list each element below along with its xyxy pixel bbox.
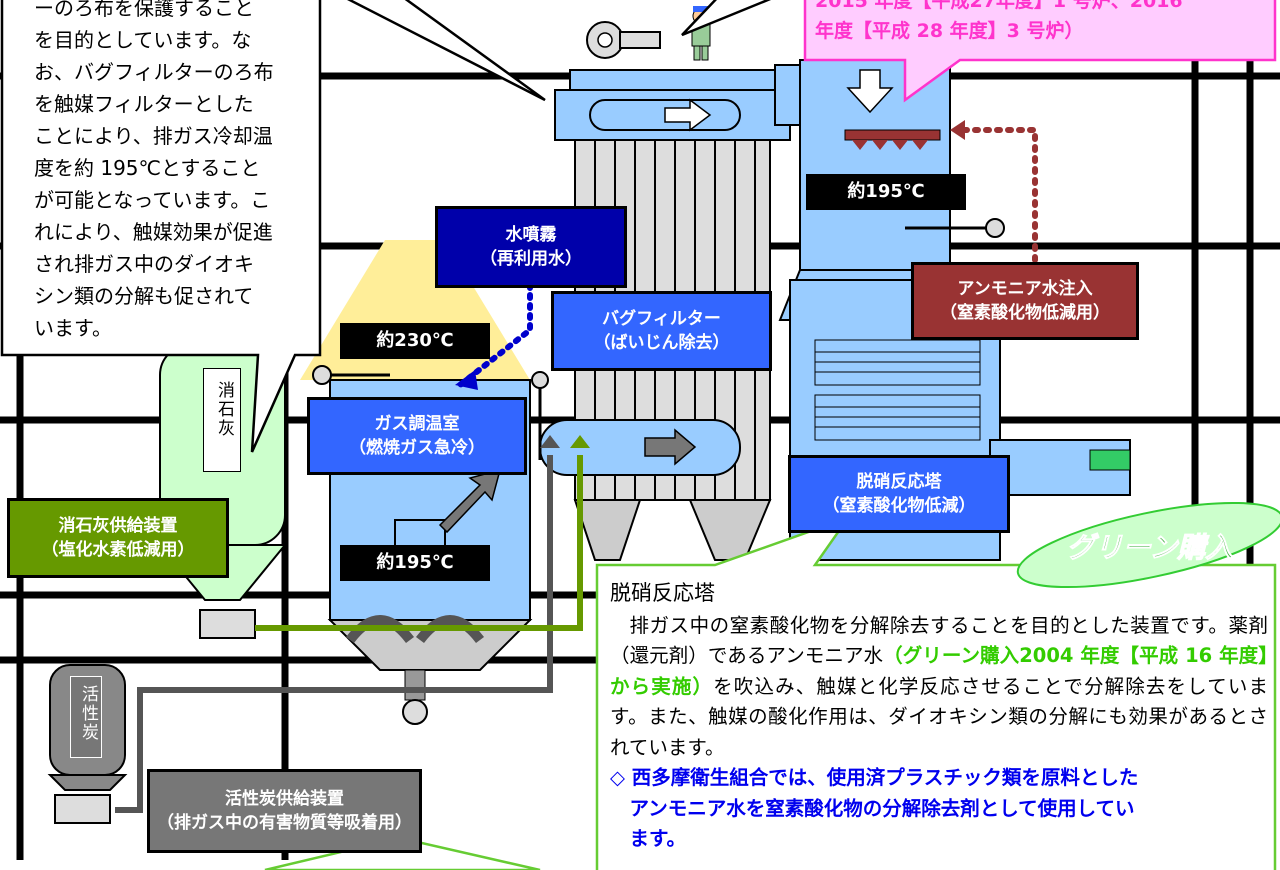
denox-label-title: 脱硝反応塔 [856, 472, 942, 492]
denox-panel: 脱硝反応塔 排ガス中の窒素酸化物を分解除去することを目的とした装置です。薬剤（還… [610, 578, 1268, 855]
denox-body-a: 排ガス中の窒素酸化物を分解除去することを目的とした装置です。薬剤（還元剤）である… [610, 613, 1268, 668]
left-callout-line: ことにより、排ガス冷却温 [34, 124, 273, 148]
denox-body-green: （グリーン購入2004 年度【平成 16 年度】から実施） [610, 644, 1268, 698]
pink-callout-line: 2015 年度【平成27年度】1 号炉、2016 [815, 0, 1183, 12]
pink-callout-line: 年度【平成 28 年度】3 号炉） [815, 20, 1084, 42]
pink-callout-bubble [803, 0, 1277, 103]
left-callout-line: され排ガス中のダイオキ [34, 252, 254, 276]
carbon-feeder-label: 活性炭供給装置 （排ガス中の有害物質等吸着用） [147, 769, 422, 853]
water-spray-sub: （再利用水） [480, 249, 582, 269]
bag-filter-sub: （ばいじん除去） [593, 333, 730, 353]
carbon-silo-label: 活性炭 [70, 676, 102, 758]
ammonia-label: アンモニア水注入 （窒素酸化物低減用） [911, 262, 1139, 340]
gas-cooler-sub: （燃焼ガス急冷） [349, 438, 485, 458]
left-callout-line: が可能となっています。こ [34, 188, 271, 212]
denox-label: 脱硝反応塔 （窒素酸化物低減） [788, 455, 1010, 533]
lime-feeder-label: 消石灰供給装置 （塩化水素低減用） [7, 498, 229, 578]
denox-panel-title: 脱硝反応塔 [610, 581, 715, 605]
denox-body-c: を吹込み、触媒と化学反応させることで分解除去をしています。また、触媒の酸化作用は… [610, 674, 1268, 759]
green-purchase-badge: グリーン購入 [1016, 501, 1280, 589]
left-callout-line: 度を約 195℃とすること [34, 156, 261, 180]
denox-note-line: ます。 [629, 827, 687, 850]
carbon-silo-text: 活性炭 [78, 685, 98, 742]
left-callout-text: ーのろ布を保護すること を目的としています。な お、バグフィルターのろ布 を触媒… [34, 0, 314, 344]
left-callout-line: を目的としています。な [34, 28, 252, 52]
left-callout-line: お、バグフィルターのろ布 [34, 60, 274, 84]
gas-cooler-title: ガス調温室 [374, 414, 460, 434]
bag-filter-title: バグフィルター [602, 309, 721, 329]
water-spray-title: 水噴霧 [505, 225, 557, 245]
pink-callout-text: 2015 年度【平成27年度】1 号炉、2016 年度【平成 28 年度】3 号… [815, 0, 1275, 46]
green-badge-text: グリーン購入 [1067, 531, 1234, 564]
ammonia-title: アンモニア水注入 [957, 279, 1093, 299]
lime-silo-label: 消石灰 [203, 368, 241, 472]
denox-label-sub: （窒素酸化物低減） [822, 496, 976, 516]
left-callout-bubble [0, 0, 322, 453]
temp-cooler-in-tag: 約230℃ [340, 323, 490, 359]
denox-panel-note: ◇ 西多摩衛生組合では、使用済プラスチック類を原料とした アンモニア水を窒素酸化… [610, 763, 1268, 855]
left-callout-line: います。 [34, 316, 112, 340]
lime-feeder-title: 消石灰供給装置 [58, 516, 178, 536]
gas-cooler-label: ガス調温室 （燃焼ガス急冷） [307, 397, 527, 475]
lime-feeder-sub: （塩化水素低減用） [41, 540, 195, 560]
denox-note-line: アンモニア水を窒素酸化物の分解除去剤として使用してい [629, 796, 1135, 820]
left-callout-line: ーのろ布を保護すること [34, 0, 254, 20]
lime-silo-text: 消石灰 [214, 381, 234, 438]
left-callout-line: シン類の分解も促されて [34, 284, 254, 308]
carbon-feeder-title: 活性炭供給装置 [225, 789, 344, 809]
temp-denox-tag: 約195℃ [806, 174, 966, 210]
temp-cooler-out-tag: 約195℃ [340, 545, 490, 581]
denox-panel-body: 排ガス中の窒素酸化物を分解除去することを目的とした装置です。薬剤（還元剤）である… [610, 611, 1268, 764]
left-callout-line: れにより、触媒効果が促進 [34, 220, 273, 244]
denox-note-line: ◇ 西多摩衛生組合では、使用済プラスチック類を原料とした [610, 766, 1139, 789]
water-spray-label: 水噴霧 （再利用水） [435, 206, 627, 288]
bag-filter-label: バグフィルター （ばいじん除去） [551, 291, 772, 371]
ammonia-sub: （窒素酸化物低減用） [940, 303, 1110, 323]
carbon-feeder-sub: （排ガス中の有害物質等吸着用） [157, 813, 412, 833]
left-callout-line: を触媒フィルターとした [34, 92, 254, 116]
gas-cooler-unit [300, 240, 549, 725]
